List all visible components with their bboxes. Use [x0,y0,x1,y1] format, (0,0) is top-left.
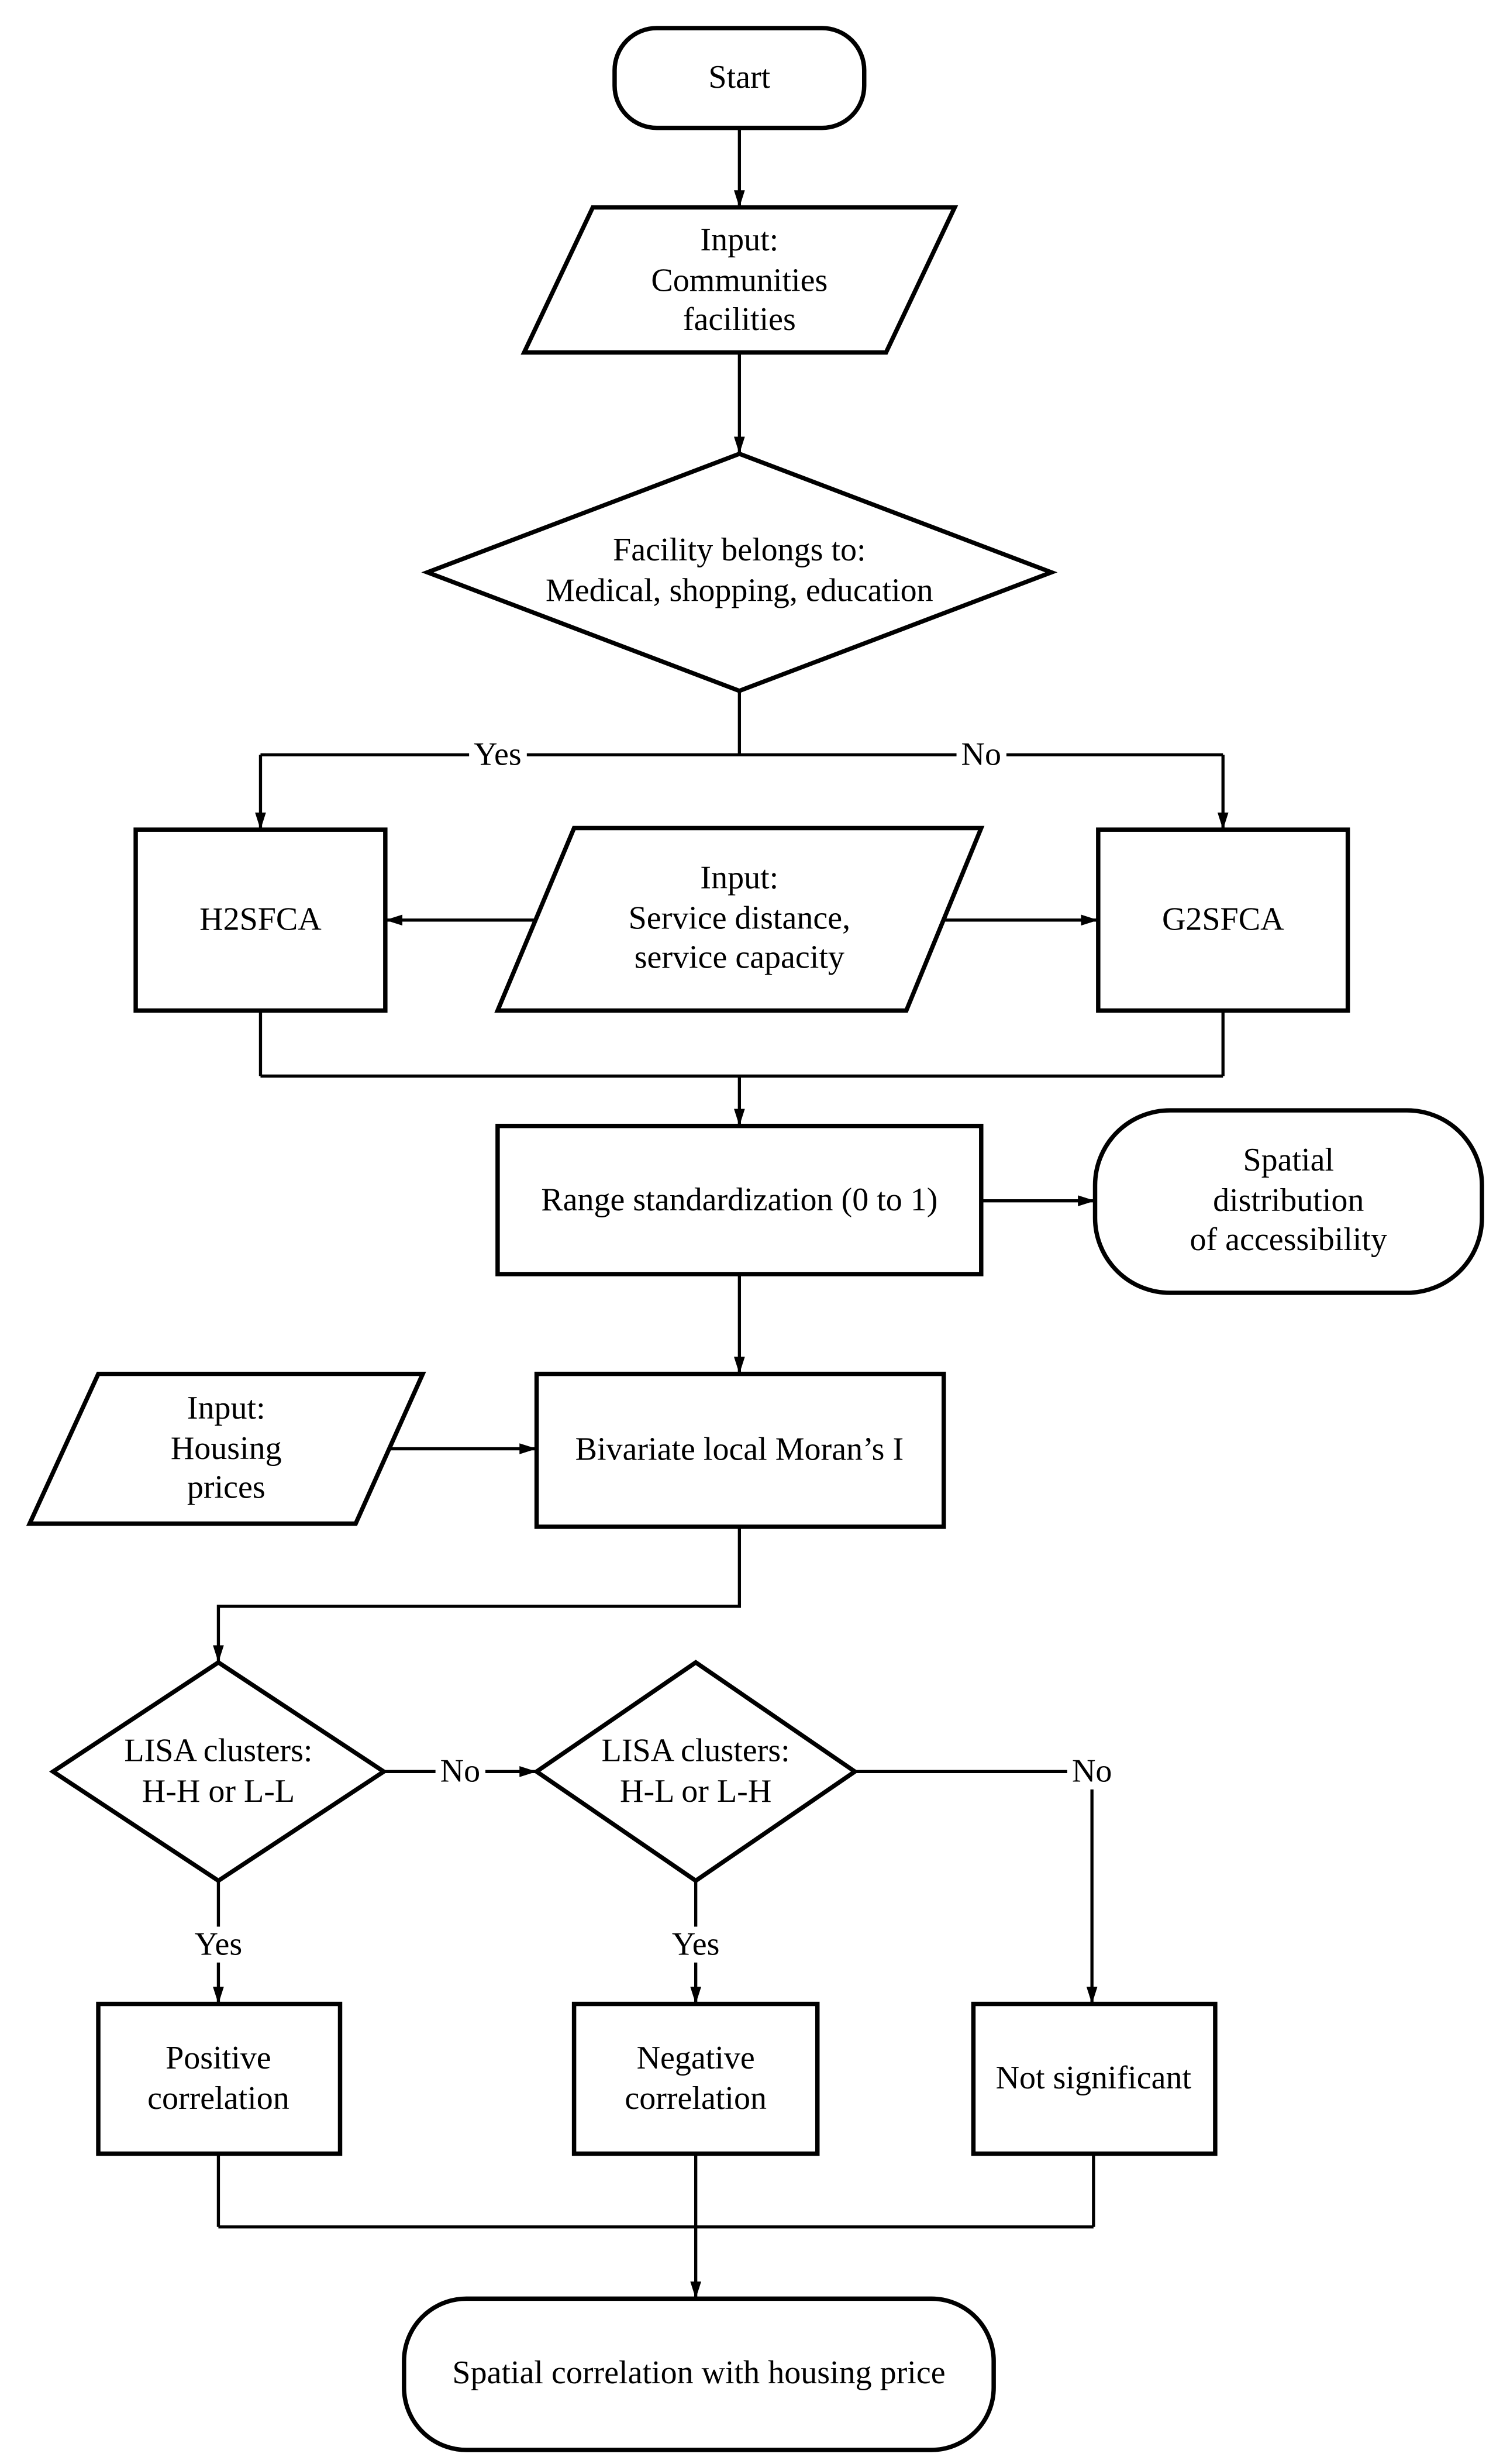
facility-yes-edge-label: Yes [469,736,526,773]
range-standardization-label: Range standardization (0 to 1) [541,1181,938,1219]
g2sfca-label: G2SFCA [1161,900,1284,938]
positive-correlation-label: Positive correlation [147,2039,289,2117]
bivariate-moran-process-shape [534,1371,946,1529]
input-housing-label: Input: Housing prices [170,1389,282,1506]
h2sfca-label: H2SFCA [199,900,322,938]
lisa-hh-ll-diamond-shape [49,1660,388,1884]
negative-correlation-label: Negative correlation [625,2039,767,2117]
facility-no-edge-label: No [956,736,1006,773]
input-service-parallelogram-shape [494,825,985,1013]
start-label: Start [708,58,771,96]
h2sfca-process-shape [133,827,388,1013]
facility-decision-diamond-shape [421,451,1058,693]
positive-correlation-process-shape [96,2001,343,2156]
input-communities-label: Input: Communities facilities [651,221,828,338]
edge-bivariate-to-lisa1 [213,1526,742,1663]
spatial-distribution-terminator-shape [1092,1108,1484,1295]
range-standardization-process-shape [495,1123,984,1276]
start-terminator-shape [612,26,867,130]
end-label: Spatial correlation with housing price [452,2353,946,2391]
spatial-distribution-label: Spatial distribution of accessibility [1190,1141,1388,1258]
lisa-hl-lh-label: LISA clusters: H-L or L-H [601,1732,790,1809]
not-significant-process-shape [971,2001,1218,2156]
input-service-label: Input: Service distance, service capacit… [628,858,851,976]
input-communities-parallelogram-shape [520,205,959,355]
bivariate-moran-label: Bivariate local Moran’s I [575,1430,904,1468]
end-terminator-shape [402,2296,996,2452]
lisa2-yes-edge-label: Yes [667,1926,725,1963]
negative-correlation-process-shape [571,2001,820,2156]
lisa-hl-lh-diamond-shape [532,1660,859,1884]
facility-decision-label: Facility belongs to: Medical, shopping, … [545,531,933,608]
not-significant-label: Not significant [995,2059,1192,2097]
lisa1-yes-edge-label: Yes [189,1926,247,1963]
g2sfca-process-shape [1096,827,1350,1013]
lisa1-no-edge-label: No [435,1753,485,1790]
lisa-hh-ll-label: LISA clusters: H-H or L-L [124,1732,313,1809]
input-housing-parallelogram-shape [26,1371,426,1526]
lisa2-no-edge-label: No [1067,1753,1117,1790]
